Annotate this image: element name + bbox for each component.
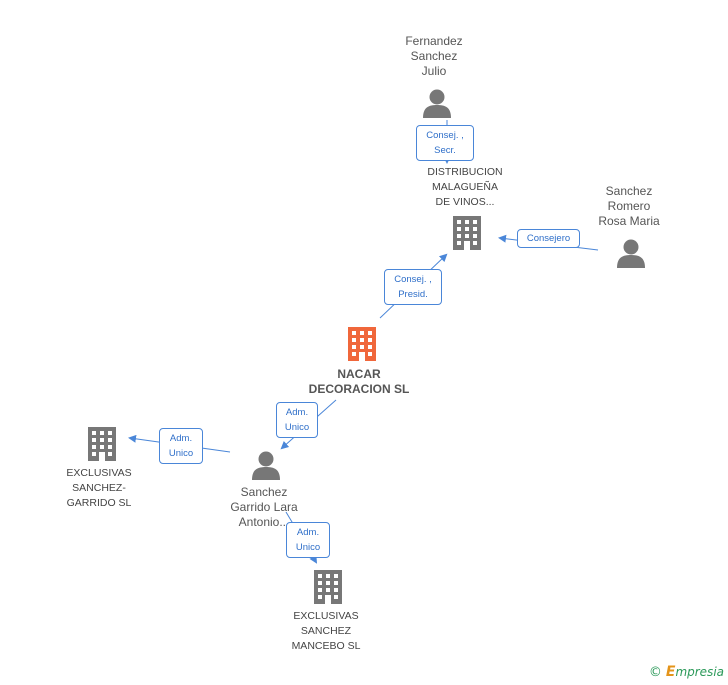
person-icon[interactable]	[252, 451, 280, 481]
building-icon[interactable]	[88, 427, 116, 461]
edge-label-adm-unico-1[interactable]: Adm. Unico	[276, 402, 318, 438]
edge-label-adm-unico-2[interactable]: Adm. Unico	[159, 428, 203, 464]
person-icon[interactable]	[617, 239, 645, 269]
brand-name: mpresia	[675, 665, 724, 679]
brand-initial: E	[665, 664, 676, 680]
node-label-exclusivas-garrido[interactable]: EXCLUSIVAS SANCHEZ- GARRIDO SL	[66, 467, 132, 509]
node-label-nacar[interactable]: NACAR DECORACION SL	[308, 367, 410, 396]
building-icon[interactable]	[348, 327, 376, 361]
node-label-sanchez-garrido[interactable]: Sanchez Garrido Lara Antonio...	[230, 485, 298, 529]
edge-label-consejero[interactable]: Consejero	[517, 229, 580, 248]
empresia-logo[interactable]: ©Empresia	[649, 664, 724, 680]
edge-label-adm-unico-3[interactable]: Adm. Unico	[286, 522, 330, 558]
building-icon[interactable]	[314, 570, 342, 604]
building-icon[interactable]	[453, 216, 481, 250]
person-icon[interactable]	[423, 89, 451, 119]
node-label-exclusivas-mancebo[interactable]: EXCLUSIVAS SANCHEZ MANCEBO SL	[291, 610, 361, 652]
node-label-distribucion[interactable]: DISTRIBUCION MALAGUEÑA DE VINOS...	[427, 166, 503, 208]
edge-label-consej-presid[interactable]: Consej. , Presid.	[384, 269, 442, 305]
edge-label-consej-secr[interactable]: Consej. , Secr.	[416, 125, 474, 161]
node-label-fernandez[interactable]: Fernandez Sanchez Julio	[405, 34, 463, 78]
copyright-symbol: ©	[648, 665, 662, 680]
node-label-sanchez-romero[interactable]: Sanchez Romero Rosa Maria	[598, 184, 660, 228]
